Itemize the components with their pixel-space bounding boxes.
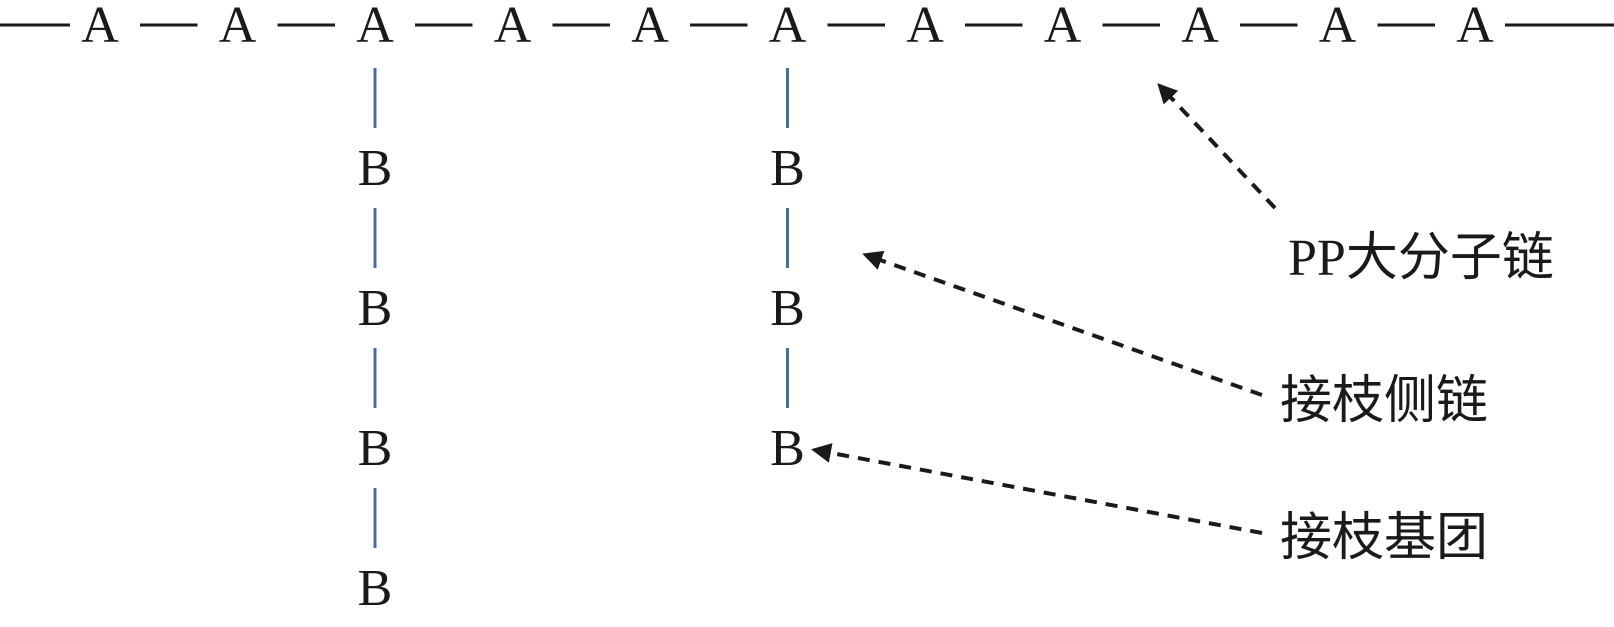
pp-chain-label: PP大分子链 [1288, 230, 1554, 287]
pp-chain-arrow [1157, 83, 1277, 210]
side-chain-unit-b: B [770, 420, 805, 477]
side-chain-arrow [862, 250, 1263, 397]
graft-side-chains: B B B B B B B [358, 68, 805, 617]
side-chain-unit-b: B [358, 280, 393, 337]
backbone-unit-a: A [906, 0, 944, 54]
backbone-unit-a: A [631, 0, 669, 54]
side-chain-unit-b: B [358, 560, 393, 617]
backbone-unit-a: A [1181, 0, 1219, 54]
backbone-unit-a: A [219, 0, 257, 54]
backbone-unit-a: A [356, 0, 394, 54]
side-chain-unit-b: B [358, 420, 393, 477]
backbone-unit-a: A [1456, 0, 1494, 54]
side-chain-unit-b: B [358, 140, 393, 197]
side-chain-unit-b: B [770, 140, 805, 197]
backbone-unit-a: A [81, 0, 119, 54]
graft-side-chain-label: 接枝侧链 [1280, 373, 1488, 430]
backbone-unit-a: A [769, 0, 807, 54]
backbone-unit-a: A [1319, 0, 1357, 54]
backbone-unit-a: A [1044, 0, 1082, 54]
graft-group-label: 接枝基团 [1280, 510, 1488, 567]
side-chain-unit-b: B [770, 280, 805, 337]
graft-group-arrow [811, 443, 1263, 535]
backbone-unit-a: A [494, 0, 532, 54]
